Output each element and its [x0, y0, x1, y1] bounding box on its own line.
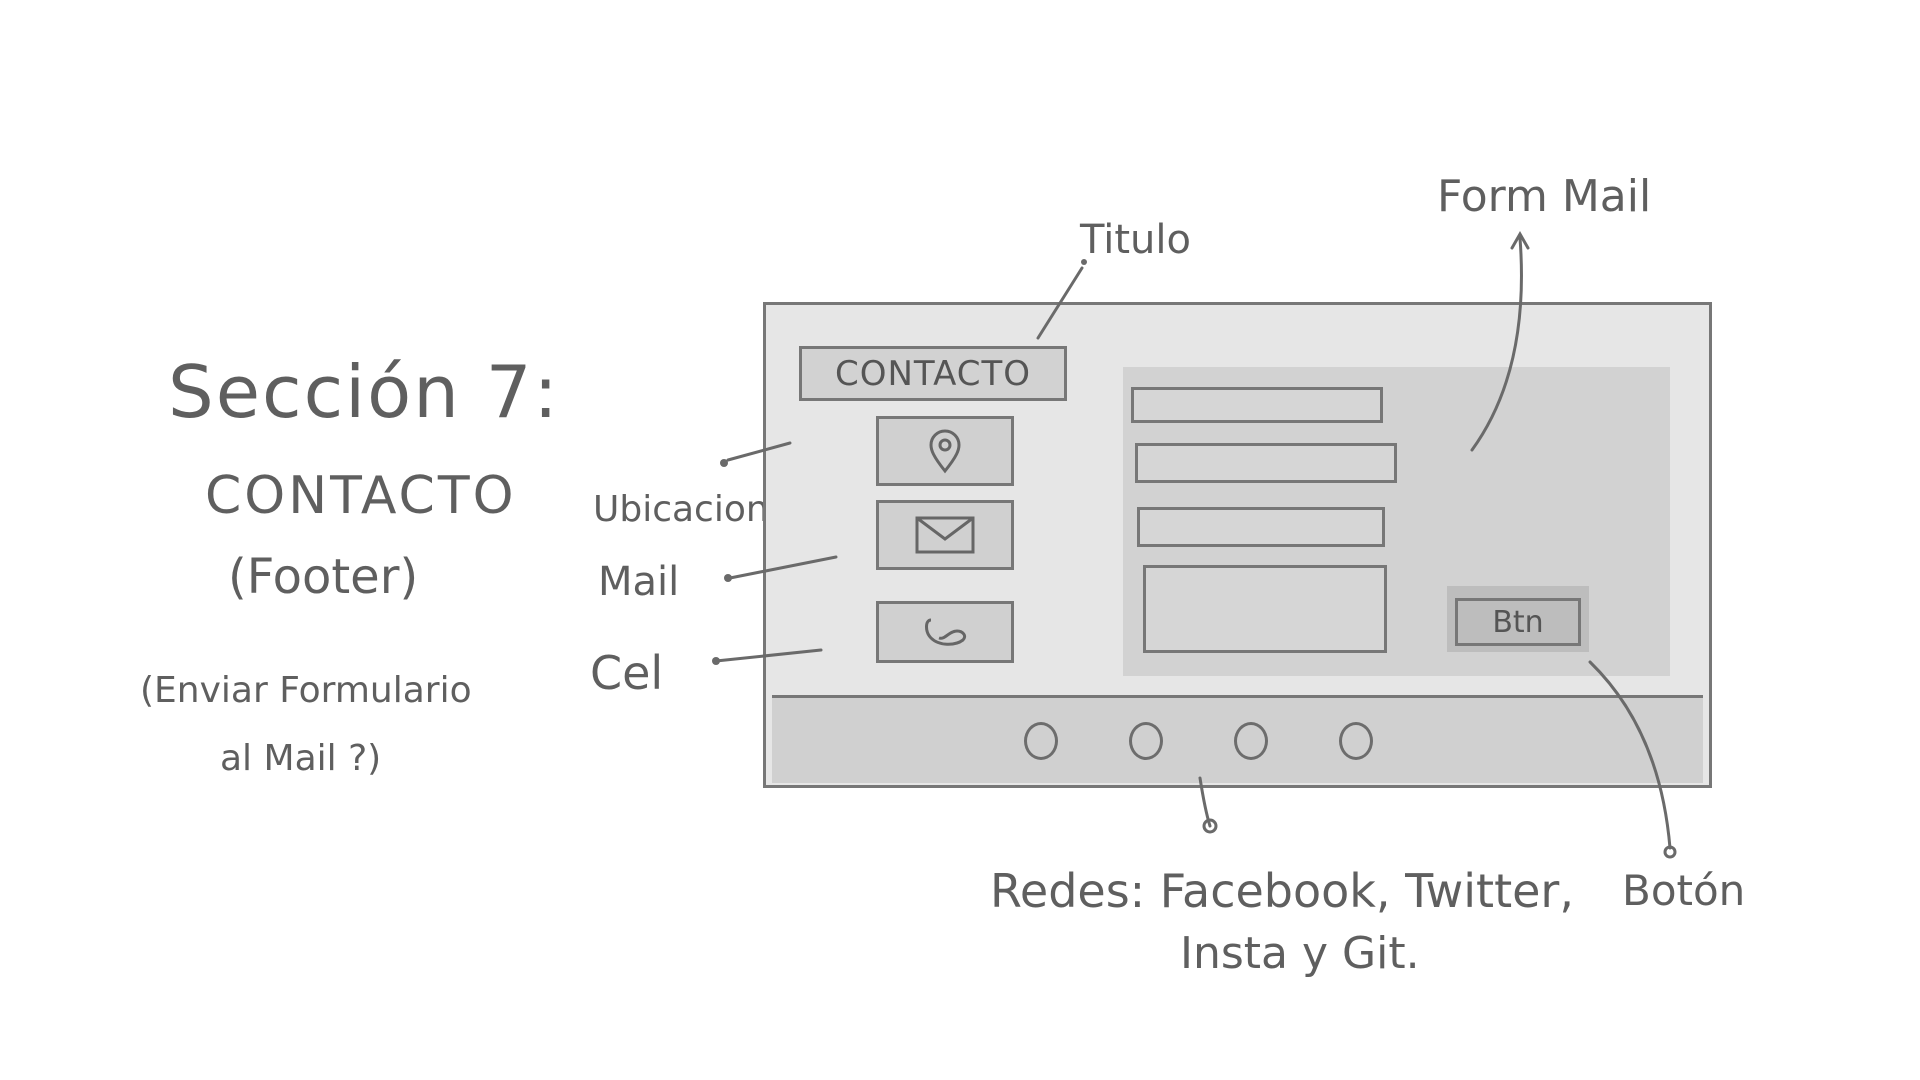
social-facebook-icon[interactable]	[1024, 722, 1058, 760]
social-twitter-icon[interactable]	[1129, 722, 1163, 760]
cel-box	[876, 601, 1014, 663]
question-line-2: al Mail ?)	[220, 738, 382, 779]
mail-box	[876, 500, 1014, 570]
form-message-area[interactable]	[1143, 565, 1387, 653]
section-title-box: CONTACTO	[799, 346, 1067, 401]
location-box	[876, 416, 1014, 486]
form-field-3[interactable]	[1137, 507, 1385, 547]
label-mail: Mail	[598, 559, 680, 605]
contact-form: Btn	[1123, 367, 1670, 676]
contact-section-wireframe: CONTACTO Btn	[763, 302, 1712, 788]
social-instagram-icon[interactable]	[1234, 722, 1268, 760]
dot-ubicacion	[720, 459, 728, 467]
question-line-1: (Enviar Formulario	[140, 670, 472, 711]
label-ubicacion: Ubicacion	[593, 489, 769, 530]
arrowhead-form-mail	[1510, 230, 1530, 250]
dot-cel	[712, 657, 720, 665]
form-field-2[interactable]	[1135, 443, 1397, 483]
location-pin-icon	[929, 429, 961, 474]
form-field-1[interactable]	[1131, 387, 1383, 423]
label-titulo: Titulo	[1080, 217, 1191, 263]
submit-button[interactable]: Btn	[1455, 598, 1581, 646]
label-form-mail: Form Mail	[1437, 171, 1652, 222]
section-name: CONTACTO	[205, 466, 517, 526]
social-github-icon[interactable]	[1339, 722, 1373, 760]
dot-boton	[1663, 845, 1677, 859]
section-heading: Sección 7:	[168, 350, 560, 434]
phone-icon	[925, 618, 967, 646]
dot-redes	[1202, 818, 1218, 834]
dot-mail	[724, 574, 732, 582]
envelope-icon	[915, 516, 975, 554]
footer-social-bar	[772, 695, 1703, 783]
submit-button-area: Btn	[1447, 586, 1589, 652]
label-cel: Cel	[590, 646, 664, 700]
section-subtitle: (Footer)	[228, 549, 419, 605]
label-redes-line-1: Redes: Facebook, Twitter,	[990, 864, 1574, 918]
label-redes-line-2: Insta y Git.	[1180, 928, 1420, 979]
label-boton: Botón	[1622, 866, 1746, 915]
